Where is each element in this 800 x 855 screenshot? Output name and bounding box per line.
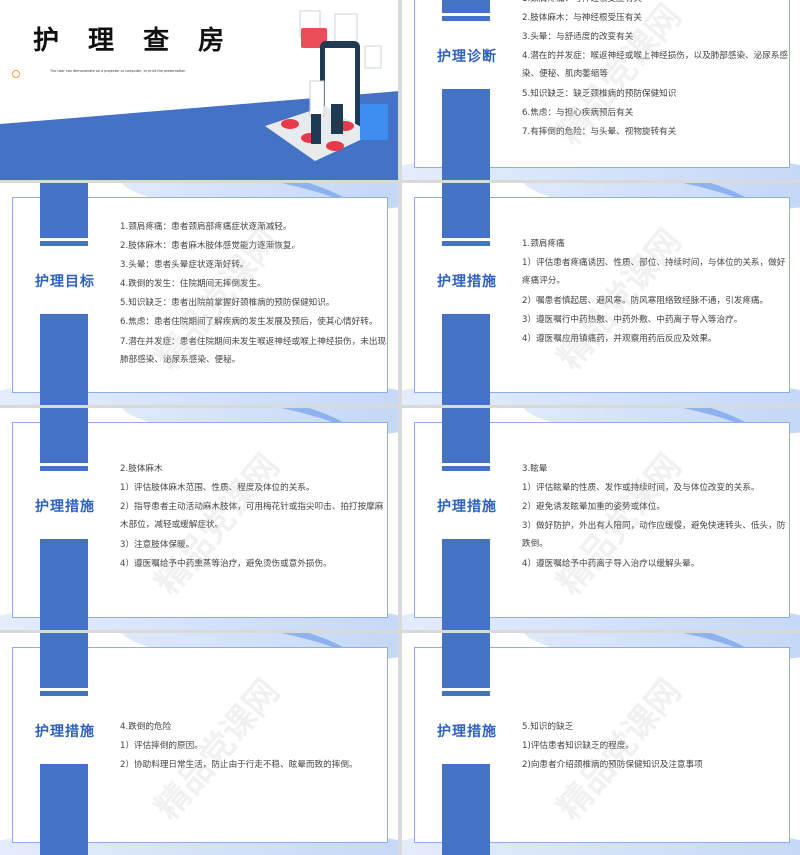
accent-bar: [40, 183, 88, 238]
body-line: 3）遵医嘱行中药热敷、中药外敷、中药离子导入等治疗。: [522, 315, 743, 325]
accent-bar: [442, 89, 490, 180]
slide-4[interactable]: 护理措施 2.肢体麻木 1）评估肢体麻木范围、性质、程度及体位的关系。 2）指导患者主…: [0, 408, 398, 630]
doctor-illustration-icon: [265, 10, 388, 161]
body-line: 2.肢体麻木：与神经根受压有关: [522, 13, 642, 23]
slide-body: 1.颈肩疼痛：患者颈肩部疼痛症状逐渐减轻。 2.肢体麻木：患者麻木肢体感觉能力逐渐…: [120, 218, 388, 371]
body-line: 3.头晕：患者头晕症状逐渐好转。: [120, 260, 249, 270]
body-line: 4）遵医嘱应用镇痛药，并观察用药后反应及效果。: [522, 334, 717, 344]
slide-heading: 护理措施: [437, 724, 497, 740]
slide-3[interactable]: 护理措施 1.颈肩疼痛 1）评估患者疼痛诱因、性质、部位、持续时间，与体位的关系，做…: [402, 183, 800, 405]
accent-stripe: [442, 16, 490, 21]
body-line: 1）评估肢体麻木范围、性质、程度及体位的关系。: [120, 483, 315, 493]
body-line: 4）遵医嘱给予中药熏蒸等治疗，避免烫伤或意外损伤。: [120, 559, 332, 569]
accent-bar: [442, 408, 490, 463]
accent-stripe: [442, 691, 490, 696]
accent-bar: [40, 633, 88, 688]
body-line: 2）指导患者主动活动麻木肢体，可用梅花针或指尖叩击、拍打按摩麻木部位，减轻或缓解…: [120, 502, 384, 530]
body-line: 1.颈肩疼痛：与神经根受压有关: [522, 0, 790, 9]
body-line: 1）评估眩晕的性质、发作或持续时间，及与体位改变的关系。: [522, 483, 760, 493]
accent-bar: [40, 539, 88, 630]
accent-bar: [40, 764, 88, 855]
body-line: 1)评估患者知识缺乏的程度。: [522, 741, 634, 751]
body-line: 2）协助料理日常生活，防止由于行走不稳、眩晕而致的摔倒。: [120, 760, 358, 770]
slide-2[interactable]: 护理目标 1.颈肩疼痛：患者颈肩部疼痛症状逐渐减轻。 2.肢体麻木：患者麻木肢体感觉…: [0, 183, 398, 405]
accent-bar: [442, 183, 490, 238]
body-line: 4.跌倒的危险: [120, 722, 172, 732]
accent-stripe: [442, 241, 490, 246]
accent-bar: [442, 0, 490, 13]
body-line: 1.颈肩疼痛：患者颈肩部疼痛症状逐渐减轻。: [120, 222, 292, 232]
slide-heading: 护理措施: [35, 724, 95, 740]
accent-stripe: [40, 241, 88, 246]
slide-heading: 护理措施: [437, 274, 497, 290]
body-line: 5.知识缺乏：缺乏颈椎病的预防保健知识: [522, 89, 677, 99]
slide-7[interactable]: 护理措施 5.知识的缺乏 1)评估患者知识缺乏的程度。 2)向患者介绍颈椎病的预防保健…: [402, 633, 800, 855]
slide-body: 1.颈肩疼痛 1）评估患者疼痛诱因、性质、部位、持续时间，与体位的关系，做好疼痛评…: [522, 235, 790, 349]
slide-body: 2.肢体麻木 1）评估肢体麻木范围、性质、程度及体位的关系。 2）指导患者主动活动麻…: [120, 460, 388, 574]
accent-stripe: [442, 466, 490, 471]
slide-body: 3.眩晕 1）评估眩晕的性质、发作或持续时间，及与体位改变的关系。 2）避免诱发眩晕…: [522, 460, 790, 574]
slide-heading: 护理目标: [35, 274, 95, 290]
body-line: 7.有摔倒的危险：与头晕、视物旋转有关: [522, 127, 677, 137]
body-line: 2）避免诱发眩晕加重的姿势或体位。: [522, 502, 665, 512]
body-line: 1）评估患者疼痛诱因、性质、部位、持续时间，与体位的关系，做好疼痛评分。: [522, 258, 786, 286]
body-line: 2.肢体麻木：患者麻木肢体感觉能力逐渐恢复。: [120, 241, 301, 251]
body-line: 4.跌倒的发生：住院期间无摔倒发生。: [120, 279, 266, 289]
body-line: 4）遵医嘱给予中药离子导入治疗以缓解头晕。: [522, 559, 700, 569]
body-line: 6.焦虑：与担心疾病预后有关: [522, 108, 634, 118]
body-line: 3）注意肢体保暖。: [120, 540, 195, 550]
accent-bar: [442, 764, 490, 855]
slide-heading: 护理诊断: [437, 49, 497, 65]
body-line: 2）嘱患者慎起居、避风寒。防风寒阻络致经脉不通，引发疼痛。: [522, 296, 769, 306]
slide-body: 5.知识的缺乏 1)评估患者知识缺乏的程度。 2)向患者介绍颈椎病的预防保健知识及注…: [522, 718, 790, 775]
body-line: 1.颈肩疼痛: [522, 239, 565, 249]
slide-1[interactable]: 护理诊断 1.颈肩疼痛：与神经根受压有关 2.肢体麻木：与神经根受压有关 3.头晕：与…: [402, 0, 800, 180]
accent-bar: [442, 539, 490, 630]
body-line: 5.知识缺乏：患者出院前掌握好颈椎病的预防保健知识。: [120, 298, 335, 308]
body-line: 5.知识的缺乏: [522, 722, 574, 732]
body-line: 3.眩晕: [522, 464, 548, 474]
slide-heading: 护理措施: [437, 499, 497, 515]
accent-bar: [442, 314, 490, 405]
body-line: 6.焦虑：患者住院期间了解疾病的发生发展及预后，使其心情好转。: [120, 317, 378, 327]
accent-stripe: [40, 691, 88, 696]
accent-bar: [40, 314, 88, 405]
body-line: 3.头晕：与舒适度的改变有关: [522, 32, 634, 42]
body-line: 1）评估摔倒的原因。: [120, 741, 203, 751]
slide-body: 4.跌倒的危险 1）评估摔倒的原因。 2）协助料理日常生活，防止由于行走不稳、眩晕而…: [120, 718, 388, 775]
slide-title[interactable]: 护 理 查 房 The user can demonstrate on a pr…: [0, 0, 398, 180]
body-line: 4.潜在的并发症：喉返神经或喉上神经损伤，以及肺部感染、泌尿系感染、便秘、肌肉萎…: [522, 51, 789, 79]
slide-heading: 护理措施: [35, 499, 95, 515]
accent-stripe: [40, 466, 88, 471]
presentation-subtitle: The user can demonstrate on a projector …: [50, 69, 186, 73]
slide-5[interactable]: 护理措施 3.眩晕 1）评估眩晕的性质、发作或持续时间，及与体位改变的关系。 2）避免…: [402, 408, 800, 630]
body-line: 3）做好防护，外出有人陪同，动作应缓慢，避免快速转头、低头，防跌倒。: [522, 521, 786, 549]
body-line: 2.肢体麻木: [120, 464, 163, 474]
presentation-title: 护 理 查 房: [33, 26, 235, 56]
body-line: 7.潜在并发症：患者住院期间未发生喉返神经或喉上神经损伤，未出现肺部感染、泌尿系…: [120, 337, 387, 365]
accent-bar: [40, 408, 88, 463]
slide-6[interactable]: 护理措施 4.跌倒的危险 1）评估摔倒的原因。 2）协助料理日常生活，防止由于行走不稳…: [0, 633, 398, 855]
body-line: 2)向患者介绍颈椎病的预防保健知识及注意事项: [522, 760, 703, 770]
ring-decoration: [12, 70, 20, 78]
slide-body: 1.颈肩疼痛：与神经根受压有关 2.肢体麻木：与神经根受压有关 3.头晕：与舒适度的…: [522, 0, 790, 142]
accent-bar: [442, 633, 490, 688]
